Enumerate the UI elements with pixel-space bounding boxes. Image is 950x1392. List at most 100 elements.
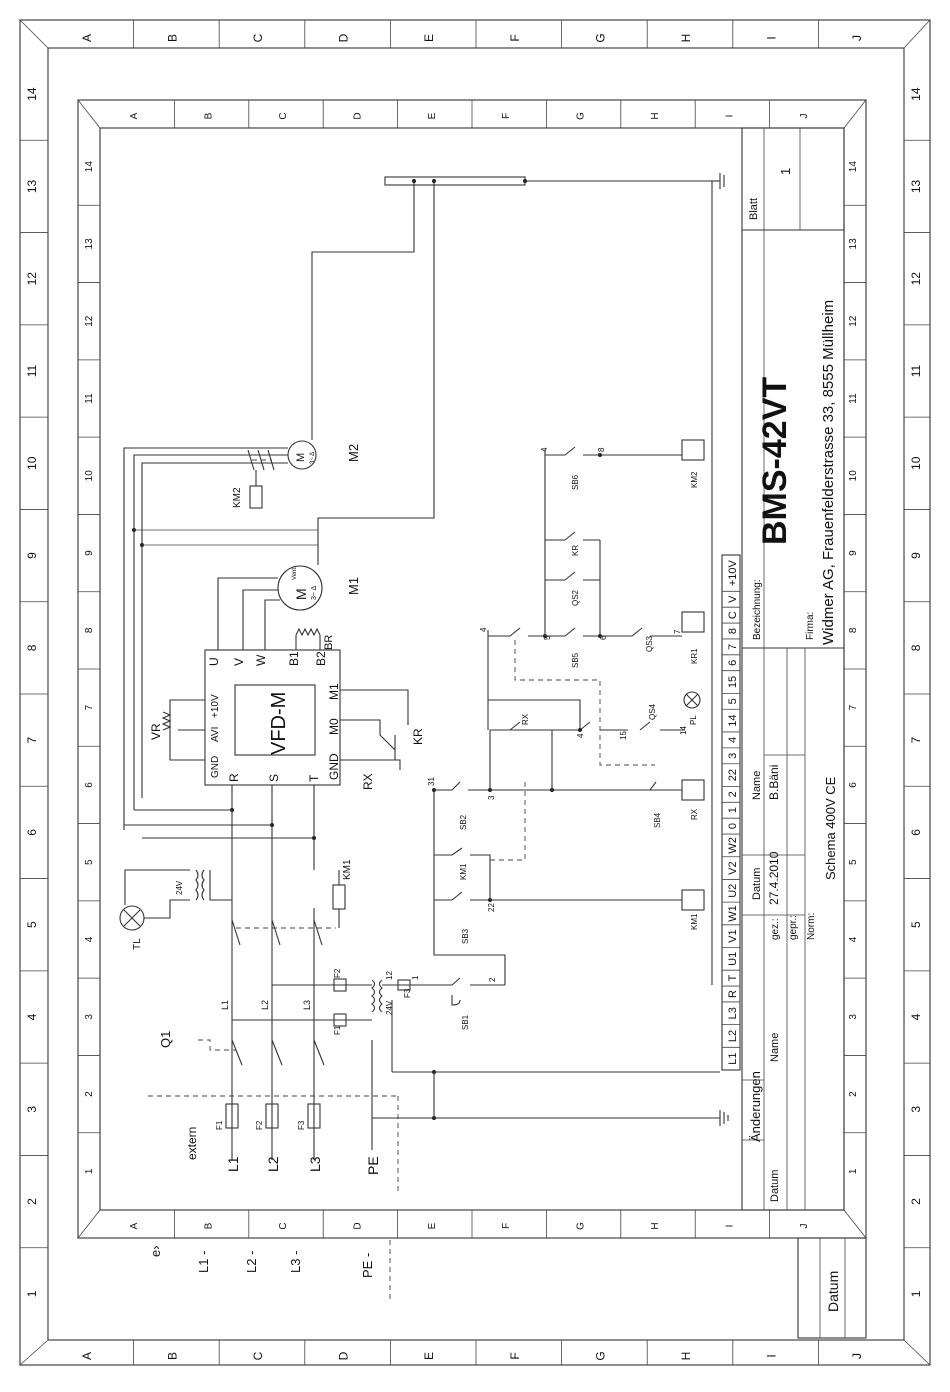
outer-column-label: 5 — [25, 921, 39, 928]
relay-rx: RX — [361, 773, 375, 790]
inner-row-label: C — [278, 112, 289, 119]
inner-column-label: 11 — [848, 393, 859, 404]
terminal-label: +10V — [727, 559, 739, 586]
node-5: 5 — [543, 635, 552, 640]
terminal-label: R — [727, 990, 739, 998]
corner-date-label: Datum — [825, 1271, 841, 1312]
row-drawn-label: gez.: — [770, 918, 781, 940]
outer-column-label: 7 — [25, 736, 39, 743]
inner-column-label: 6 — [84, 782, 95, 788]
top-bus-bar — [384, 173, 725, 450]
terminal-label: U1 — [727, 952, 739, 966]
terminal-label: 3 — [727, 753, 739, 759]
button-sb4: SB4 — [653, 812, 662, 828]
inner-column-label: 11 — [84, 393, 95, 404]
inner-column-label: 3 — [84, 1014, 95, 1020]
inner-row-label: H — [650, 112, 661, 119]
row-norm-label: Norm: — [806, 913, 817, 940]
outer-l2-label: L2 - — [244, 1251, 259, 1273]
name-col-label: Name — [751, 771, 763, 800]
outer-frame — [19, 19, 931, 1366]
outer-row-label: C — [251, 1351, 265, 1360]
inner-row-label: F — [501, 113, 512, 119]
schema-value: Schema 400V CE — [823, 776, 838, 880]
outer-column-label: 6 — [909, 829, 923, 836]
outer-ex-label: e› — [148, 1245, 163, 1257]
m2-phase: 3~ Δ — [310, 452, 316, 464]
inner-column-label: 6 — [848, 782, 859, 788]
ctrl-fuse-f3: F3 — [403, 988, 412, 998]
outer-row-label: G — [593, 33, 607, 42]
outer-l1-label: L1 - — [196, 1251, 211, 1273]
terminal-cells: L1L2L3RTU1V1W1U2V2W2012223414515678CV+10… — [722, 559, 740, 1065]
inner-row-label: E — [427, 1222, 438, 1229]
designation-label: Bezeichnung: — [752, 579, 763, 640]
outer-l3-label: L3 - — [288, 1251, 303, 1273]
outer-column-label: 14 — [909, 87, 923, 101]
inner-row-label: F — [501, 1223, 512, 1229]
outer-column-label: 7 — [909, 736, 923, 743]
tap-l3: L3 — [302, 1000, 312, 1010]
terminal-label: V1 — [727, 929, 739, 942]
terminal-label: V — [727, 595, 739, 603]
inner-column-label: 5 — [848, 859, 859, 865]
lamp-transformer-voltage: 24V — [175, 880, 184, 895]
inner-row-label: J — [799, 1224, 810, 1229]
terminal-label: 15 — [727, 676, 739, 688]
supply-pe: PE — [365, 1156, 381, 1175]
inner-row-label: G — [576, 1222, 587, 1230]
vfd-term-b2: B2 — [314, 651, 328, 666]
terminal-label: 7 — [727, 644, 739, 650]
inner-row-label: I — [724, 115, 735, 118]
changes-col-name: Name — [769, 1033, 781, 1062]
outer-column-label: 9 — [25, 552, 39, 559]
vfd-unit: VFD-M U V W B1 B2 GND AVI +10V R S T M1 … — [149, 627, 425, 790]
outer-column-label: 4 — [25, 1013, 39, 1020]
outer-row-label: F — [508, 34, 522, 41]
km2-coil-label: KM2 — [232, 487, 243, 508]
rx-contact: RX — [521, 713, 530, 725]
vfd-term-10v: +10V — [210, 694, 221, 718]
outer-column-label: 3 — [909, 1106, 923, 1113]
drawn-by-value: B.Bäni — [767, 765, 781, 800]
outer-column-label: 8 — [909, 644, 923, 651]
m1-vent: Vent. — [292, 566, 298, 580]
inner-row-label: C — [278, 1222, 289, 1229]
terminal-label: 1 — [727, 807, 739, 813]
motor-m1: M Vent. 3~ Δ M1 — [217, 180, 435, 650]
inner-column-label: 13 — [84, 238, 95, 250]
inner-column-label: 14 — [84, 161, 95, 173]
sheet-number: 1 — [778, 168, 793, 175]
terminal-label: L3 — [727, 1007, 739, 1019]
outer-column-label: 5 — [909, 921, 923, 928]
relay-kr: KR — [411, 728, 425, 745]
inner-row-label: D — [352, 112, 363, 119]
switch-qs4: QS4 — [648, 703, 657, 720]
outer-column-label: 14 — [25, 87, 39, 101]
inner-column-label: 9 — [84, 550, 95, 556]
terminal-label: 4 — [727, 737, 739, 743]
outer-pe-label: PE - — [360, 1253, 375, 1278]
inner-column-label: 1 — [848, 1168, 859, 1174]
vfd-term-t: T — [307, 774, 321, 782]
title-block: Änderungen Name Datum Datum Name gez.: g… — [741, 127, 845, 1211]
fuse-node-12: 12 — [385, 971, 394, 980]
outer-row-label: D — [337, 33, 351, 42]
node-31: 31 — [427, 777, 436, 786]
outer-row-label: J — [850, 1353, 864, 1359]
terminal-label: C — [727, 611, 739, 619]
coil-rx: RX — [690, 808, 699, 820]
motor-m2-label: M2 — [346, 444, 361, 462]
button-sb6: SB6 — [571, 474, 580, 490]
inner-column-label: 4 — [84, 936, 95, 942]
vfd-term-b1: B1 — [287, 651, 301, 666]
inner-row-label: J — [799, 114, 810, 119]
brake-resistor: BR — [323, 635, 335, 650]
inner-column-label: 1 — [84, 1168, 95, 1174]
